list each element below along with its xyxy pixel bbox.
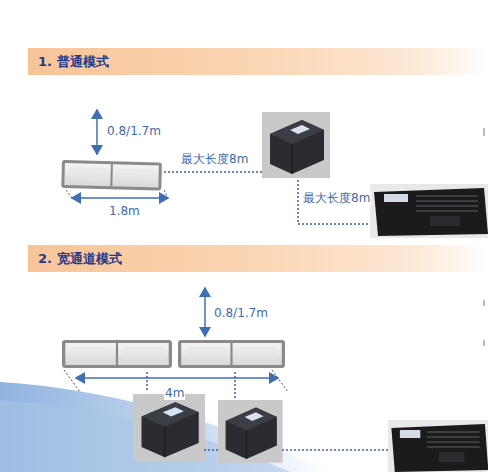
- section-title: 2. 宽通道模式: [38, 250, 122, 268]
- section-title: 1. 普通模式: [38, 53, 109, 71]
- dimension-label: 0.8/1.7m: [213, 306, 269, 320]
- dimension-label: 1.8m: [108, 204, 141, 218]
- dimension-label: 0.8/1.7m: [106, 124, 162, 138]
- dimension-label: 4m: [164, 386, 185, 400]
- dimension-label: 最大长度8m: [180, 152, 249, 166]
- dimension-label: 最大长度8m: [302, 191, 371, 205]
- section-band: 2. 宽通道模式: [28, 245, 488, 272]
- section-band: 1. 普通模式: [28, 48, 488, 75]
